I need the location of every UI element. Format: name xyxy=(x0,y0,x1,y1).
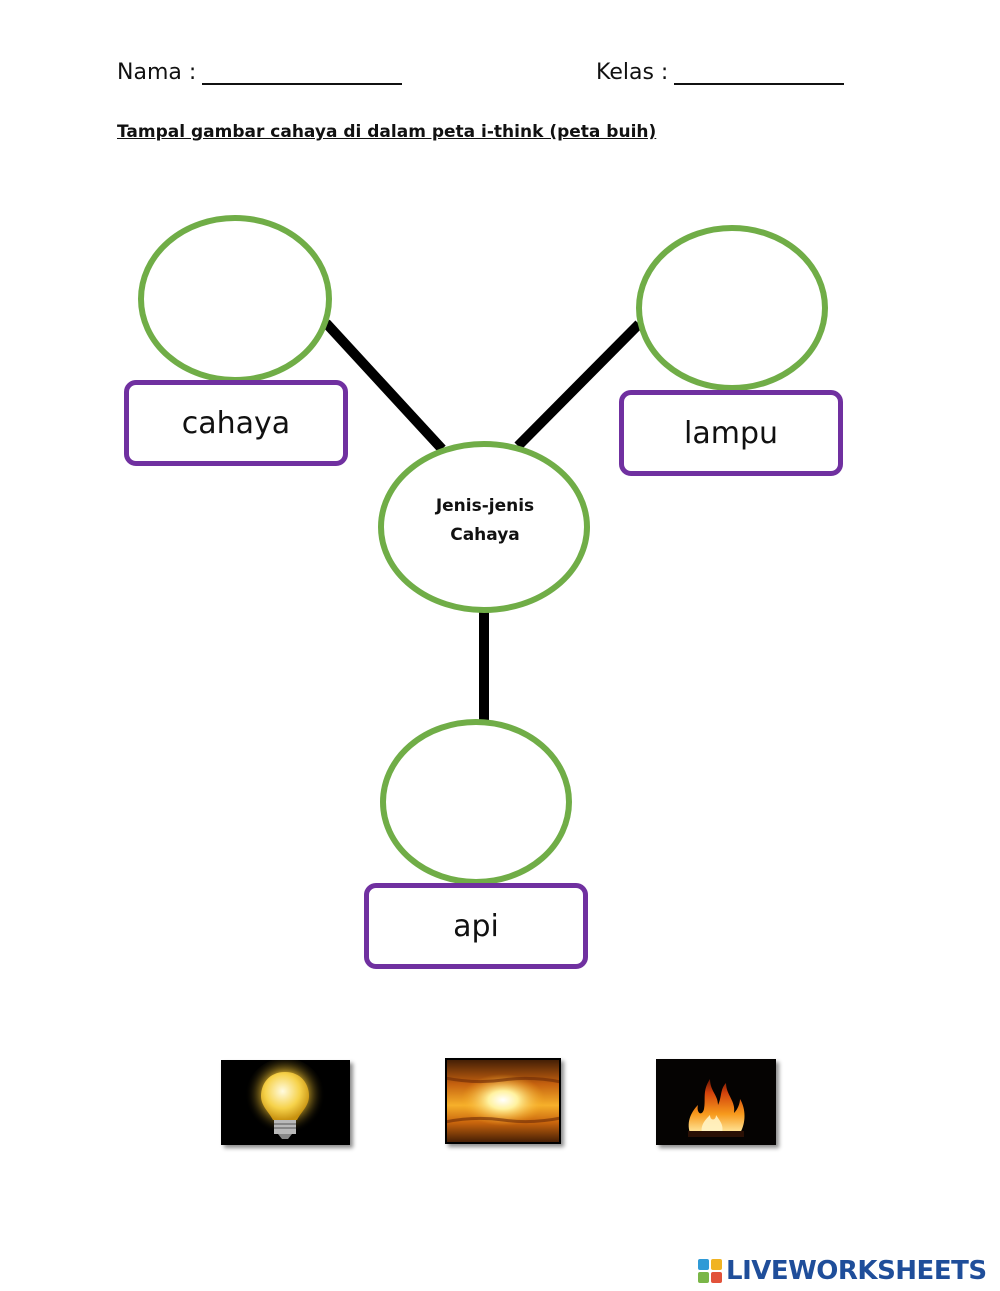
name-label: Nama : xyxy=(117,60,197,85)
light-bulb-icon xyxy=(221,1060,350,1145)
instruction-text: Tampal gambar cahaya di dalam peta i-thi… xyxy=(117,122,657,142)
label-lampu: lampu xyxy=(684,415,778,451)
bubble-center xyxy=(378,441,590,613)
sun-image[interactable] xyxy=(445,1058,561,1144)
class-blank-line[interactable] xyxy=(674,61,845,85)
connector-top-right xyxy=(514,320,643,450)
bubble-top-left[interactable] xyxy=(138,215,332,383)
label-box-lampu: lampu xyxy=(619,390,843,476)
fire-icon xyxy=(656,1059,776,1145)
connector-top-left xyxy=(322,319,446,453)
logo-text: LIVEWORKSHEETS xyxy=(726,1256,987,1286)
label-box-api: api xyxy=(364,883,588,969)
class-field: Kelas : xyxy=(596,60,845,85)
logo-mark-icon xyxy=(698,1259,722,1283)
label-box-cahaya: cahaya xyxy=(124,380,348,466)
light-bulb-image[interactable] xyxy=(221,1060,350,1145)
label-cahaya: cahaya xyxy=(181,405,291,441)
fire-image[interactable] xyxy=(656,1059,776,1145)
label-api: api xyxy=(453,908,499,944)
name-field: Nama : xyxy=(117,60,403,85)
class-label: Kelas : xyxy=(596,60,669,85)
sun-icon xyxy=(445,1058,561,1144)
bubble-bottom[interactable] xyxy=(380,719,572,885)
liveworksheets-logo: LIVEWORKSHEETS xyxy=(698,1254,987,1288)
bubble-top-right[interactable] xyxy=(636,225,828,391)
name-blank-line[interactable] xyxy=(202,61,403,85)
